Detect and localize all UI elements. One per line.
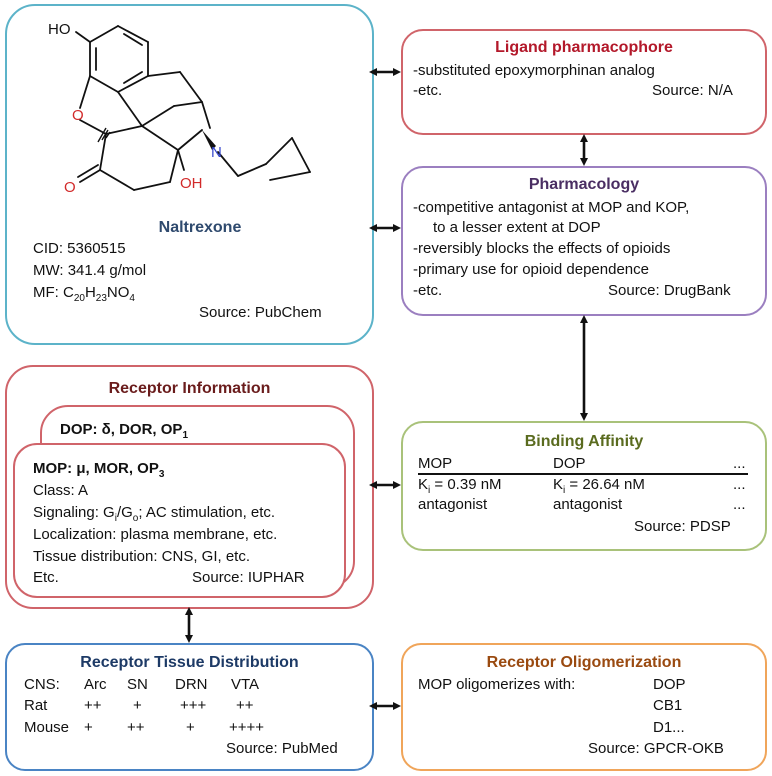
- binding-source: Source: PDSP: [634, 518, 731, 535]
- naltrexone-name: Naltrexone: [158, 219, 242, 236]
- binding-ki-more: ...: [733, 476, 746, 493]
- oligomer-partner-d1: D1...: [653, 719, 685, 736]
- receptor-tissue: Tissue distribution: CNS, GI, etc.: [33, 548, 251, 565]
- keto-oxygen-atom: O: [64, 179, 76, 196]
- binding-ki-dop: Ki = 26.64 nM: [553, 476, 645, 496]
- tissue-rat-sn: +: [133, 697, 142, 714]
- nitrogen-atom: N: [211, 144, 222, 161]
- ligand-line-1: -substituted epoxymorphinan analog: [413, 62, 655, 79]
- tissue-mouse-arc: +: [84, 719, 93, 736]
- tissue-distribution-title: Receptor Tissue Distribution: [80, 654, 299, 671]
- naltrexone-mf: MF: C20H23NO4: [33, 284, 135, 304]
- tissue-distribution-box: [5, 643, 374, 771]
- ligand-box: [401, 29, 767, 135]
- oligomerization-source: Source: GPCR-OKB: [588, 740, 724, 757]
- binding-activity-dop: antagonist: [553, 496, 623, 513]
- binding-ki-mop: Ki = 0.39 nM: [418, 476, 502, 496]
- mop-label: MOP: μ, MOR, OP3: [33, 460, 165, 480]
- tissue-source: Source: PubMed: [226, 740, 338, 757]
- ligand-source: Source: N/A: [652, 82, 733, 99]
- tissue-mouse-vta: ++++: [229, 719, 265, 736]
- pharmacology-line-3: -reversibly blocks the effects of opioid…: [413, 240, 671, 257]
- receptor-signaling: Signaling: Gi/Go; AC stimulation, etc.: [33, 504, 276, 524]
- pharmacology-source: Source: DrugBank: [608, 282, 731, 299]
- binding-header-mop: MOP: [418, 455, 453, 472]
- receptor-source: Source: IUPHAR: [192, 569, 305, 586]
- naltrexone-source: Source: PubChem: [199, 304, 322, 321]
- oligomerization-title: Receptor Oligomerization: [486, 654, 682, 671]
- pharmacology-line-1: -competitive antagonist at MOP and KOP,: [413, 199, 690, 216]
- pharmacology-box: [401, 166, 767, 316]
- tissue-rat-vta: ++: [236, 697, 254, 714]
- tissue-rat-arc: ++: [84, 697, 102, 714]
- naltrexone-box: [5, 4, 374, 345]
- ligand-title: Ligand pharmacophore: [495, 39, 673, 56]
- pharmacology-line-4: -primary use for opioid dependence: [413, 261, 649, 278]
- tissue-header-arc: Arc: [84, 676, 107, 693]
- receptor-info-title: Receptor Information: [108, 380, 271, 397]
- binding-box: [401, 421, 767, 551]
- receptor-localization: Localization: plasma membrane, etc.: [33, 526, 278, 543]
- binding-activity-more: ...: [733, 496, 746, 513]
- tissue-header-label: CNS:: [24, 676, 60, 693]
- naltrexone-cid: CID: 5360515: [33, 240, 126, 257]
- tissue-mouse-label: Mouse: [24, 719, 70, 736]
- tissue-header-sn: SN: [127, 676, 148, 693]
- naltrexone-mw: MW: 341.4 g/mol: [33, 262, 147, 279]
- binding-title: Binding Affinity: [524, 433, 644, 450]
- oligomer-partner-dop: DOP: [653, 676, 686, 693]
- binding-header-dop: DOP: [553, 455, 586, 472]
- tissue-rat-label: Rat: [24, 697, 48, 714]
- ho-atom: HO: [48, 21, 71, 38]
- oligomerization-label: MOP oligomerizes with:: [418, 676, 576, 693]
- ring-oxygen-atom: O: [72, 107, 84, 124]
- dop-label: DOP: δ, DOR, OP1: [60, 421, 189, 441]
- tissue-header-vta: VTA: [231, 676, 260, 693]
- binding-header-more: ...: [733, 455, 746, 472]
- receptor-etc: Etc.: [33, 569, 59, 586]
- pharmacology-line-5: -etc.: [413, 282, 443, 299]
- naltrexone-structure: HO O N OH O: [48, 21, 311, 196]
- pharmacology-title: Pharmacology: [528, 176, 640, 193]
- ligand-line-2: -etc.: [413, 82, 443, 99]
- oligomer-partner-cb1: CB1: [653, 697, 683, 714]
- oligomerization-box: [401, 643, 767, 771]
- mop-card: [13, 443, 346, 598]
- tissue-header-drn: DRN: [175, 676, 208, 693]
- binding-header-rule: [418, 473, 748, 475]
- tissue-mouse-sn: ++: [127, 719, 145, 736]
- pharmacology-line-2: to a lesser extent at DOP: [433, 219, 601, 236]
- tissue-mouse-drn: +: [186, 719, 195, 736]
- receptor-class: Class: A: [33, 482, 89, 499]
- tissue-rat-drn: +++: [180, 697, 207, 714]
- oh-atom: OH: [180, 175, 203, 192]
- binding-activity-mop: antagonist: [418, 496, 488, 513]
